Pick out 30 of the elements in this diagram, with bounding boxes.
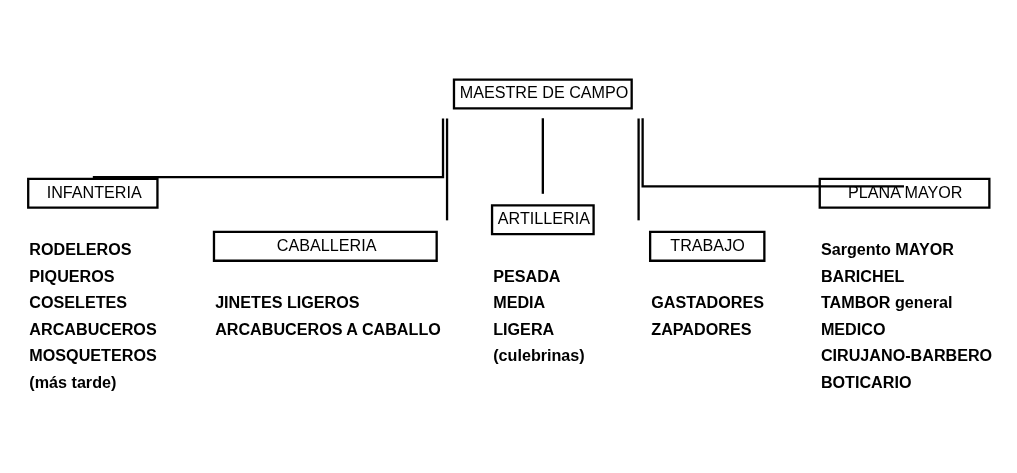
connector bbox=[541, 118, 544, 194]
node-label: MEDICO bbox=[820, 319, 886, 338]
node-label: JINETES LIGEROS bbox=[215, 293, 360, 312]
node-label: ARCABUCEROS bbox=[29, 319, 157, 338]
node-label: ZAPADORES bbox=[651, 319, 752, 338]
node-label: BOTICARIO bbox=[820, 372, 912, 391]
node-label: ARCABUCEROS A CABALLO bbox=[215, 319, 441, 338]
connector bbox=[637, 118, 640, 221]
node-label: (más tarde) bbox=[29, 372, 117, 391]
node-box: INFANTERIA bbox=[27, 177, 159, 209]
node-label: RODELEROS bbox=[29, 240, 132, 259]
node-label: MEDIA bbox=[493, 293, 546, 312]
node-label: PESADA bbox=[493, 266, 561, 285]
node-box: TRABAJO bbox=[648, 230, 766, 262]
node-label: BARICHEL bbox=[820, 266, 905, 285]
node-box: ARTILLERIA bbox=[490, 204, 595, 236]
node-label: LIGERA bbox=[493, 319, 555, 338]
connector bbox=[92, 118, 445, 179]
node-label: MOSQUETEROS bbox=[29, 346, 157, 365]
node-label: CIRUJANO-BARBERO bbox=[820, 346, 993, 365]
node-label: (culebrinas) bbox=[493, 346, 585, 365]
connector bbox=[445, 118, 449, 221]
node-box: CABALLERIA bbox=[212, 230, 438, 262]
node-label: TAMBOR general bbox=[820, 293, 953, 312]
node-label: COSELETES bbox=[29, 293, 128, 312]
connector bbox=[641, 118, 904, 188]
node-label: PIQUEROS bbox=[29, 266, 115, 285]
node-box: MAESTRE DE CAMPO bbox=[452, 78, 633, 110]
node-label: GASTADORES bbox=[651, 293, 764, 312]
node-label: Sargento MAYOR bbox=[820, 240, 954, 259]
